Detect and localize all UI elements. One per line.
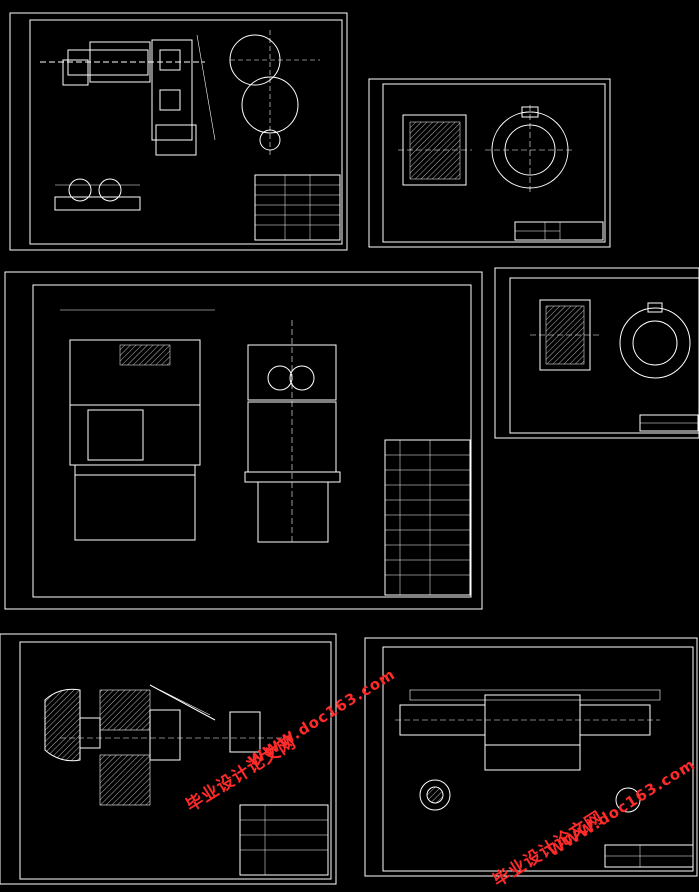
sheet-assembly-top-left <box>9 12 348 251</box>
sheet-part-top-right <box>368 78 611 248</box>
sheet-detail-bottom-left <box>0 633 337 885</box>
sheet-main-assembly <box>4 271 483 610</box>
sheet-shaft-bottom-right <box>364 637 698 877</box>
sheet-part-middle-right <box>494 267 699 439</box>
